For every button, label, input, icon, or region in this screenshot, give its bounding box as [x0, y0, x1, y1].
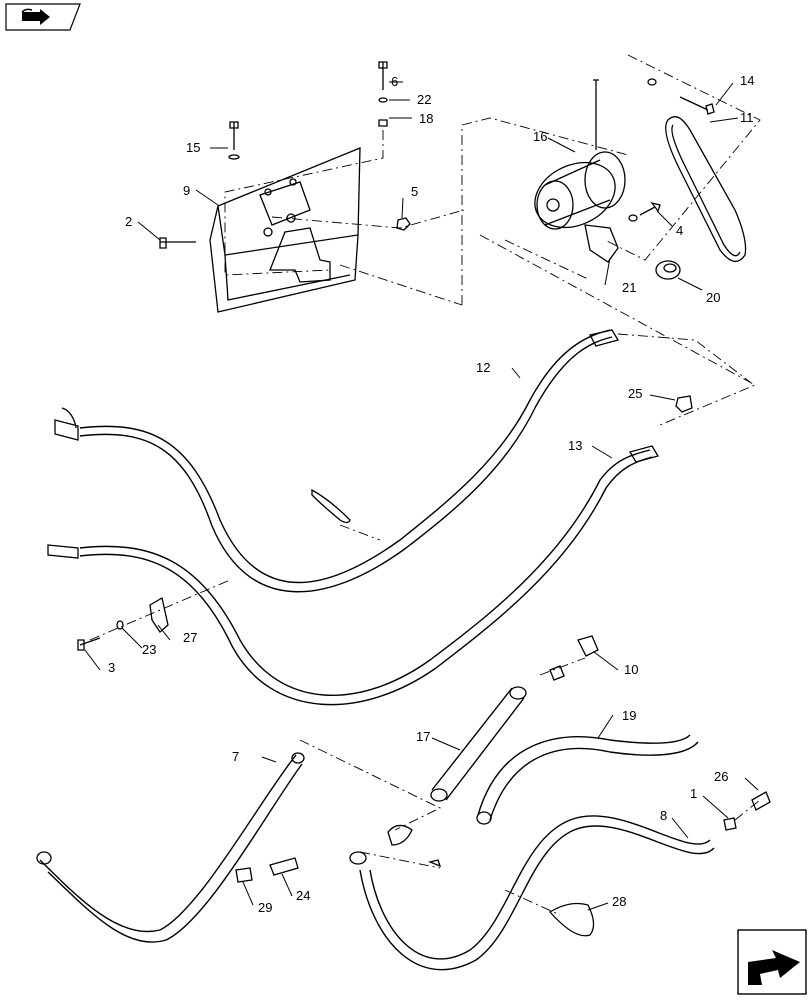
callout-labels: 6 22 18 15 9 2 5 16 14 11 4 21 20 12 25 … — [108, 73, 754, 915]
tube-17 — [430, 686, 527, 802]
bolt-4 — [628, 201, 661, 222]
hose-13 — [47, 445, 659, 706]
bolt-2 — [159, 237, 196, 249]
drive-belt — [665, 116, 747, 262]
callout-19: 19 — [622, 708, 636, 723]
mounting-bracket-plate — [209, 147, 361, 313]
callout-6: 6 — [391, 74, 398, 89]
book-arrow-icon[interactable] — [5, 3, 81, 31]
callout-5: 5 — [411, 184, 418, 199]
callout-10: 10 — [624, 662, 638, 677]
fitting-29 — [235, 867, 253, 883]
callout-2: 2 — [125, 214, 132, 229]
bolt-15 — [228, 121, 240, 160]
hose-12 — [54, 329, 619, 593]
idler-pulley — [655, 260, 681, 280]
callout-9: 9 — [183, 183, 190, 198]
callout-20: 20 — [706, 290, 720, 305]
callout-26: 26 — [714, 769, 728, 784]
callout-16: 16 — [533, 129, 547, 144]
fitting-24 — [269, 857, 299, 876]
callout-17: 17 — [416, 729, 430, 744]
strap — [311, 488, 351, 524]
fitting-1 — [723, 817, 737, 831]
callout-28: 28 — [612, 894, 626, 909]
callout-1: 1 — [690, 786, 697, 801]
strap-28 — [548, 902, 595, 937]
callout-21: 21 — [622, 280, 636, 295]
hose-19 — [476, 734, 699, 825]
callout-11: 11 — [740, 110, 754, 125]
hose-8 — [349, 815, 715, 971]
next-page-arrow-icon[interactable] — [737, 929, 807, 995]
leader-lines — [84, 81, 759, 911]
cap-25 — [675, 395, 693, 413]
bracket-21 — [584, 224, 619, 263]
callout-15: 15 — [186, 140, 200, 155]
callout-23: 23 — [142, 642, 156, 657]
bolt-6 — [378, 61, 388, 127]
fitting-26 — [751, 791, 771, 811]
clip-near-8 — [387, 824, 442, 868]
callout-8: 8 — [660, 808, 667, 823]
callout-4: 4 — [676, 223, 683, 238]
bolt-14 — [647, 78, 715, 115]
callout-18: 18 — [419, 111, 433, 126]
clip-27 — [149, 596, 169, 633]
callout-7: 7 — [232, 749, 239, 764]
callout-14: 14 — [740, 73, 754, 88]
callout-29: 29 — [258, 900, 272, 915]
ac-compressor — [534, 79, 626, 230]
nut-5 — [396, 217, 411, 231]
callout-22: 22 — [417, 92, 431, 107]
hose-7 — [36, 752, 305, 943]
callout-27: 27 — [183, 630, 197, 645]
bolt-3 — [77, 620, 124, 651]
callout-13: 13 — [568, 438, 582, 453]
callout-25: 25 — [628, 386, 642, 401]
callout-3: 3 — [108, 660, 115, 675]
reference-lines — [89, 54, 761, 916]
callout-12: 12 — [476, 360, 490, 375]
callout-24: 24 — [296, 888, 310, 903]
fitting-10 — [549, 635, 599, 681]
